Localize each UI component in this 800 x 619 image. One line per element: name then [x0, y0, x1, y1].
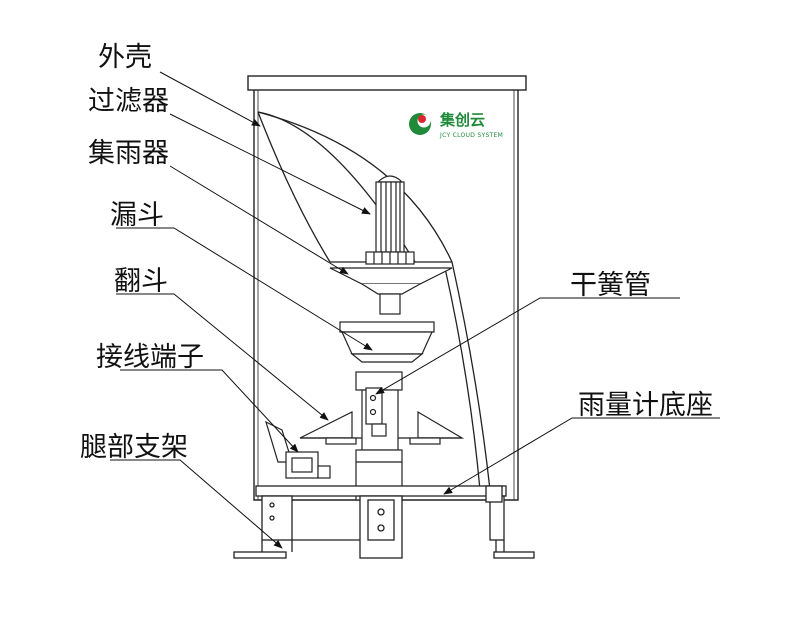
terminal-block	[265, 420, 331, 479]
collector-bowl	[329, 267, 453, 315]
leader-filter	[169, 113, 371, 215]
base-plate	[233, 485, 535, 559]
leader-funnel	[116, 227, 373, 351]
label-tipping-bucket: 翻斗	[114, 266, 168, 297]
leader-gauge-base	[443, 417, 720, 495]
leader-terminal-block	[120, 369, 299, 453]
label-shell: 外壳	[98, 42, 152, 73]
tipping-bucket	[299, 410, 465, 445]
label-filter: 过滤器	[88, 86, 169, 117]
funnel	[339, 321, 435, 363]
filter	[365, 175, 415, 265]
leader-tipping-bucket	[116, 293, 329, 421]
central-post	[355, 371, 403, 501]
logo-subtitle: JCY CLOUD SYSTEM	[440, 132, 504, 139]
label-gauge-base: 雨量计底座	[578, 390, 713, 421]
leader-shell	[159, 71, 261, 127]
label-reed-switch: 干簧管	[570, 270, 651, 301]
label-collector: 集雨器	[88, 138, 169, 169]
logo-mark	[409, 113, 431, 135]
label-terminal-block: 接线端子	[96, 342, 204, 373]
leader-reed-switch	[375, 297, 680, 395]
leader-lines	[110, 71, 720, 549]
leader-collector	[169, 165, 349, 275]
leader-leg-bracket	[110, 459, 283, 549]
label-funnel: 漏斗	[110, 200, 164, 231]
logo-name: 集创云	[440, 111, 486, 129]
label-leg-bracket: 腿部支架	[80, 432, 188, 463]
